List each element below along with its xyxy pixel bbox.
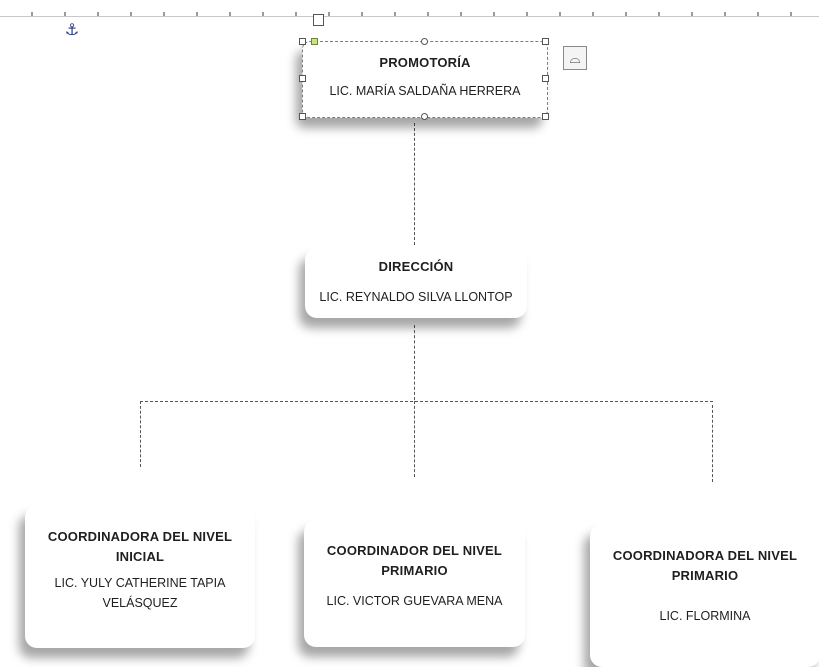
connector-promotoria-direccion: [414, 123, 415, 245]
layout-options-icon[interactable]: ⌓: [563, 46, 587, 70]
coordinator-box-primario-2[interactable]: COORDINADORA DEL NIVEL PRIMARIO LIC. FLO…: [590, 524, 819, 667]
direccion-name: LIC. REYNALDO SILVA LLONTOP: [319, 290, 513, 304]
coordinator-title: COORDINADORA DEL NIVEL INICIAL: [47, 529, 233, 564]
coordinator-name: LIC. FLORMINA: [659, 609, 751, 623]
coordinator-name: LIC. VICTOR GUEVARA MENA: [326, 594, 503, 608]
coordinator-title: COORDINADORA DEL NIVEL PRIMARIO: [612, 548, 798, 583]
resize-handle-bottom-left[interactable]: [299, 113, 306, 120]
resize-handle-bottom[interactable]: [421, 113, 428, 120]
connector-branch-left: [140, 401, 141, 467]
connector-branch-middle: [414, 401, 415, 477]
connector-branch-right: [712, 405, 713, 482]
resize-handle-left[interactable]: [299, 75, 306, 82]
adjust-handle[interactable]: [311, 38, 318, 45]
coordinator-box-inicial[interactable]: COORDINADORA DEL NIVEL INICIAL LIC. YULY…: [25, 505, 255, 648]
coordinator-box-primario-1[interactable]: COORDINADOR DEL NIVEL PRIMARIO LIC. VICT…: [304, 520, 525, 647]
direccion-title: DIRECCIÓN: [378, 259, 454, 274]
connector-horizontal: [140, 401, 713, 402]
coordinator-title: COORDINADOR DEL NIVEL PRIMARIO: [326, 543, 503, 578]
resize-handle-top-right[interactable]: [542, 38, 549, 45]
direccion-box[interactable]: DIRECCIÓN LIC. REYNALDO SILVA LLONTOP: [305, 248, 527, 318]
promotoria-title: PROMOTORÍA: [379, 55, 471, 70]
ruler-strip: [0, 0, 819, 17]
connector-direccion-branch: [414, 325, 415, 400]
rotation-handle[interactable]: [313, 14, 324, 26]
resize-handle-bottom-right[interactable]: [542, 113, 549, 120]
anchor-icon[interactable]: ⚓: [64, 22, 80, 39]
coordinator-name: LIC. YULY CATHERINE TAPIA VELÁSQUEZ: [54, 576, 226, 610]
promotoria-box[interactable]: PROMOTORÍA LIC. MARÍA SALDAÑA HERRERA: [302, 41, 548, 118]
promotoria-name: LIC. MARÍA SALDAÑA HERRERA: [329, 84, 521, 98]
resize-handle-right[interactable]: [542, 75, 549, 82]
resize-handle-top[interactable]: [421, 38, 428, 45]
resize-handle-top-left[interactable]: [299, 38, 306, 45]
